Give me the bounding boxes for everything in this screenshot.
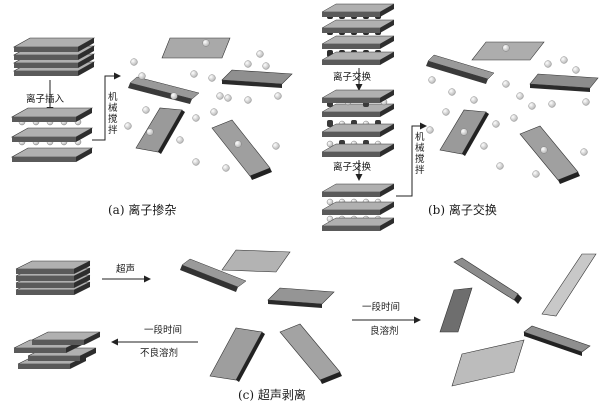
vertical-label-char: 拌: [415, 164, 425, 176]
vertical-label-char: 械: [415, 142, 425, 154]
label-poor-solvent: 不良溶剂: [140, 347, 178, 359]
exchanged-ions-b: [426, 44, 590, 178]
label-ultrasound: 超声: [116, 263, 135, 275]
panel-c: 超声 一段时间 不良溶剂 一段时间 良溶剂: [13, 249, 597, 402]
stack-with-ions-b2: [321, 89, 395, 157]
layered-stack-a: [12, 37, 96, 76]
label-poor-solvent-time: 一段时间: [144, 324, 182, 336]
arrow-stirring-b: [396, 122, 427, 197]
label-ion-intercalation: 离子插入: [26, 93, 65, 105]
vertical-label-char: 搅: [415, 153, 425, 165]
dispersed-sheets-c: [180, 249, 342, 384]
caption-b: (b) 离子交换: [428, 202, 497, 217]
label-mechanical-stirring-b: 机械搅拌: [415, 131, 425, 176]
panel-a: 离子插入 机械搅拌: [10, 37, 293, 217]
label-ion-exchange-1: 离子交换: [333, 71, 372, 83]
exfoliated-sheets-b: [426, 41, 599, 184]
vertical-label-char: 机: [415, 131, 425, 143]
arrow-stirring-a: [92, 72, 121, 141]
panel-b: 离子交换 离子交换 机械搅拌: [321, 3, 599, 231]
restacked-sheets-c: [13, 331, 101, 369]
dopant-ions-a: [124, 39, 282, 172]
vertical-label-char: 械: [108, 102, 118, 114]
label-good-solvent: 良溶剂: [370, 325, 399, 337]
intercalated-stack-a: [10, 107, 94, 162]
stack-with-ions-b1: [321, 3, 395, 65]
bulk-stack-c: [15, 260, 91, 295]
label-ion-exchange-2: 离子交换: [333, 161, 372, 173]
vertical-label-char: 拌: [108, 124, 118, 136]
label-good-solvent-time: 一段时间: [362, 301, 400, 313]
caption-a: (a) 离子掺杂: [108, 202, 176, 217]
vertical-label-char: 机: [108, 91, 118, 103]
exfoliated-sheets-a: [128, 37, 293, 180]
vertical-label-char: 搅: [108, 113, 118, 125]
caption-c: (c) 超声剥离: [238, 387, 306, 402]
label-mechanical-stirring-a: 机械搅拌: [108, 91, 118, 136]
stack-with-ions-b3: [321, 183, 395, 231]
stable-dispersion-sheets-c: [439, 253, 597, 387]
